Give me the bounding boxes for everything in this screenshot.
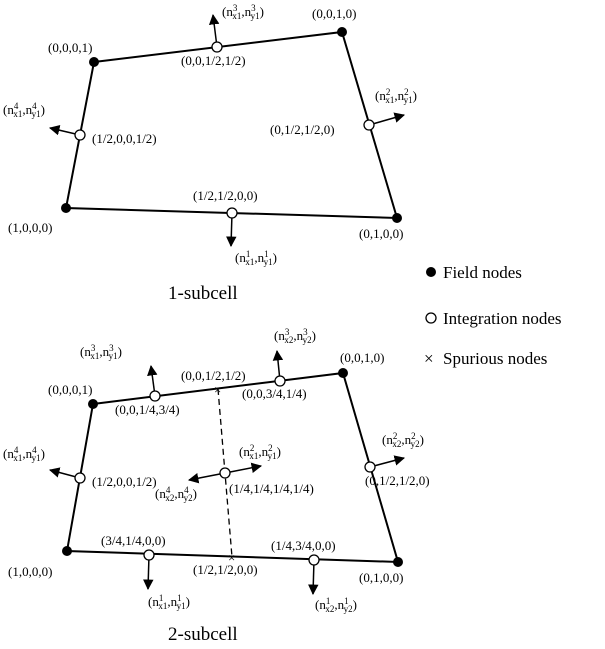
corner-label: (1,0,0,0)	[8, 220, 52, 235]
subcell-1-title: 1-subcell	[168, 283, 238, 304]
legend-integration-label: Integration nodes	[443, 309, 562, 328]
spurious-node: ×	[228, 550, 235, 565]
corner-label: (0,0,0,1)	[48, 40, 92, 55]
integration-label: (1/2,0,0,1/2)	[92, 131, 157, 146]
subcell-2-normal-center-right-arrow	[224, 462, 263, 474]
field-node	[88, 399, 98, 409]
integration-node	[274, 375, 286, 387]
integration-label: (0,1/2,1/2,0)	[270, 122, 335, 137]
subcell-2-normal-bottom-right-arrow	[308, 559, 319, 596]
field-node	[62, 546, 72, 556]
integration-node	[143, 549, 155, 561]
integration-label: (3/4,1/4,0,0)	[101, 533, 166, 548]
corner-label: (0,1,0,0)	[359, 226, 403, 241]
corner-label: (0,1,0,0)	[359, 570, 403, 585]
subcell-2-normal-center-left-arrow	[187, 472, 226, 484]
spurious-label: (0,0,1/2,1/2)	[181, 368, 246, 383]
integration-node	[219, 467, 231, 479]
legend-integration-marker	[425, 312, 437, 324]
integration-label: (0,1/2,1/2,0)	[365, 473, 430, 488]
integration-node	[74, 129, 86, 141]
subcell-2-diagram: × × (0,0,0,1) (0,0,1,0) (1,0,0,0) (0,1,0…	[3, 327, 430, 645]
legend-spurious-label: Spurious nodes	[443, 349, 547, 368]
subcell-1-normal-right-arrow	[368, 112, 406, 126]
field-node	[89, 57, 99, 67]
spurious-label: (1/2,1/2,0,0)	[193, 562, 258, 577]
integration-label: (0,0,1/4,3/4)	[115, 402, 180, 417]
legend-spurious-marker: ×	[424, 349, 434, 368]
integration-label: (1/2,1/2,0,0)	[193, 188, 258, 203]
legend-field-label: Field nodes	[443, 263, 522, 282]
subcell-2-title: 2-subcell	[168, 624, 238, 645]
subcell-2-normal-right-arrow	[369, 455, 406, 468]
integration-label: (1/2,0,0,1/2)	[92, 474, 157, 489]
integration-label: (1/4,3/4,0,0)	[271, 538, 336, 553]
field-node	[61, 203, 71, 213]
integration-node	[226, 207, 238, 219]
corner-label: (0,0,1,0)	[340, 350, 384, 365]
corner-label: (0,0,1,0)	[312, 6, 356, 21]
field-node	[392, 213, 402, 223]
integration-node	[211, 41, 223, 53]
field-node	[393, 557, 403, 567]
legend-field-marker	[426, 267, 436, 277]
field-node	[338, 368, 348, 378]
field-node	[337, 27, 347, 37]
integration-label: (0,0,1/2,1/2)	[181, 53, 246, 68]
integration-node	[308, 554, 320, 566]
integration-label: (0,0,3/4,1/4)	[242, 386, 307, 401]
integration-label: (1/4,1/4,1/4,1/4)	[229, 481, 314, 496]
spurious-node: ×	[214, 382, 221, 397]
integration-node	[364, 461, 376, 473]
corner-label: (0,0,0,1)	[48, 382, 92, 397]
subcell-1-diagram: (0,0,0,1) (0,0,1,0) (1,0,0,0) (0,1,0,0) …	[3, 3, 417, 304]
integration-node	[74, 472, 86, 484]
integration-node	[363, 119, 375, 131]
corner-label: (1,0,0,0)	[8, 564, 52, 579]
subcell-2-normal-bottom-left-arrow	[143, 554, 154, 591]
integration-node	[149, 390, 161, 402]
legend: Field nodes Integration nodes × Spurious…	[424, 263, 562, 368]
